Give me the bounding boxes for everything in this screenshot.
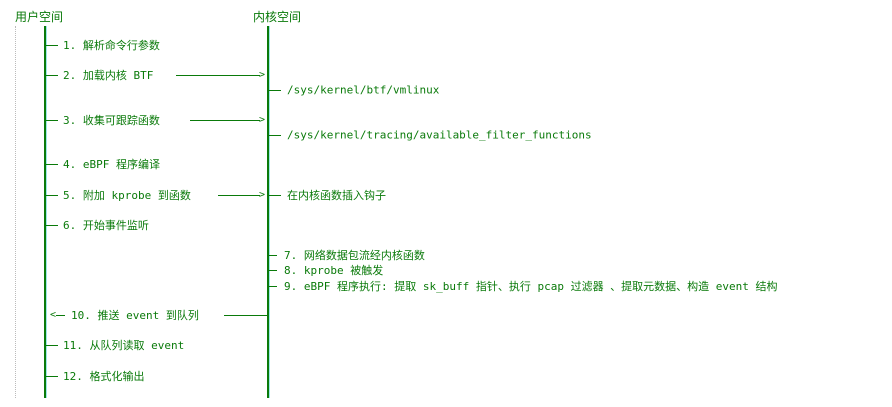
user-lifeline xyxy=(44,26,46,398)
step-7: 7. 网络数据包流经内核函数 xyxy=(284,249,425,262)
arrow-line xyxy=(190,120,260,121)
arrow-line xyxy=(218,195,260,196)
tick xyxy=(269,286,277,287)
user-space-header: 用户空间 xyxy=(15,10,64,24)
kernel-lifeline xyxy=(267,26,269,398)
tick xyxy=(46,75,58,76)
tick xyxy=(269,255,277,256)
arrow-line xyxy=(176,75,260,76)
step-12: 12. 格式化输出 xyxy=(63,370,145,383)
tick xyxy=(46,164,58,165)
filter-functions-path: /sys/kernel/tracing/available_filter_fun… xyxy=(287,128,592,142)
step-11: 11. 从队列读取 event xyxy=(63,339,185,352)
kernel-btf-path: /sys/kernel/btf/vmlinux xyxy=(287,83,440,97)
step-6: 6. 开始事件监听 xyxy=(63,219,149,232)
step-4: 4. eBPF 程序编译 xyxy=(63,158,160,171)
arrow-right-icon: > xyxy=(259,189,266,201)
tick xyxy=(46,195,58,196)
kernel-space-header: 内核空间 xyxy=(253,10,302,24)
step-2: 2. 加载内核 BTF xyxy=(63,69,154,82)
arrow-right-icon: > xyxy=(259,114,266,126)
insert-hook: 在内核函数插入钩子 xyxy=(287,189,386,202)
step-9: 9. eBPF 程序执行: 提取 sk_buff 指针、执行 pcap 过滤器 … xyxy=(284,280,778,293)
step-3: 3. 收集可跟踪函数 xyxy=(63,114,160,127)
step-5: 5. 附加 kprobe 到函数 xyxy=(63,189,191,202)
arrow-right-icon: > xyxy=(259,69,266,81)
step-1: 1. 解析命令行参数 xyxy=(63,39,160,52)
arrow-left-icon: < xyxy=(50,309,57,321)
tick xyxy=(46,225,58,226)
tick xyxy=(46,345,58,346)
arrow-line xyxy=(224,315,267,316)
tick xyxy=(46,120,58,121)
arrow-line xyxy=(56,315,65,316)
step-10: 10. 推送 event 到队列 xyxy=(71,309,199,322)
tick xyxy=(46,376,58,377)
tick xyxy=(269,195,281,196)
tick xyxy=(269,270,277,271)
tick xyxy=(269,135,281,136)
tick xyxy=(269,90,281,91)
step-8: 8. kprobe 被触发 xyxy=(284,264,384,277)
tick xyxy=(46,45,58,46)
margin-guide xyxy=(15,26,16,398)
